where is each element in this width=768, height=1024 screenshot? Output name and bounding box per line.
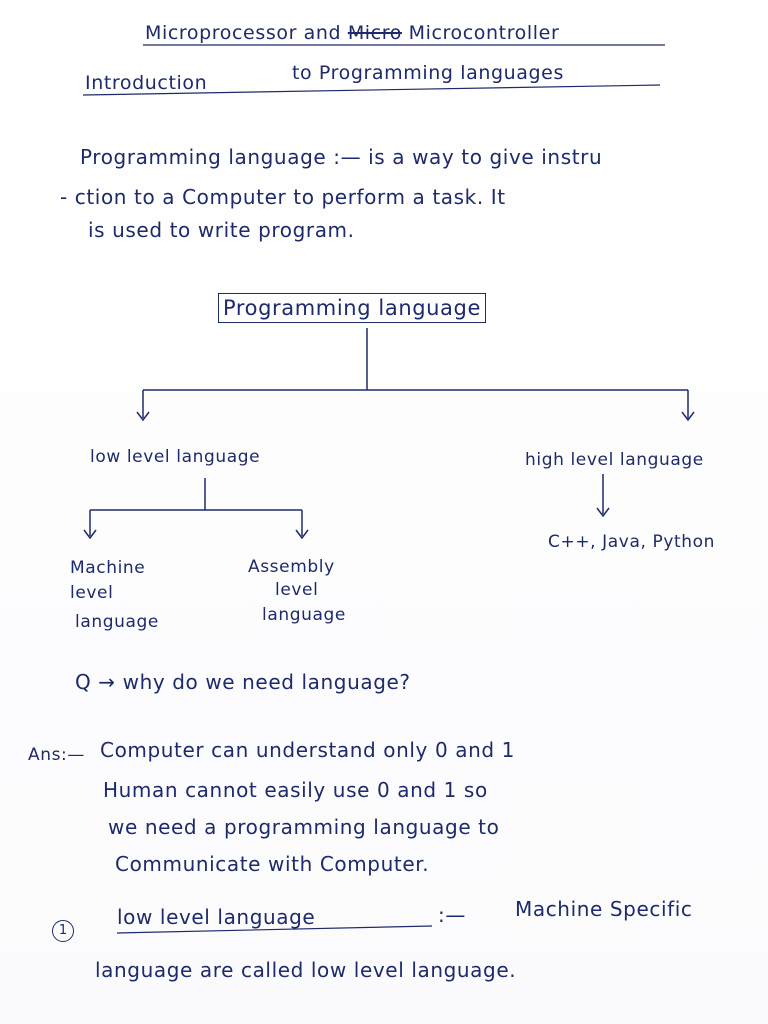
assembly-level-line2: level (275, 580, 319, 600)
assembly-level-line3: language (262, 605, 346, 625)
struck-word: Micro (347, 22, 402, 44)
machine-level-line1: Machine (70, 558, 146, 578)
definition-line-3: is used to write program. (88, 218, 355, 242)
tree-low-level: low level language (90, 447, 261, 467)
answer-line-4: Communicate with Computer. (115, 852, 430, 876)
definition-line-2: - ction to a Computer to perform a task.… (60, 185, 506, 209)
subject-part2: Microcontroller (408, 22, 560, 44)
machine-level-line3: language (75, 612, 159, 632)
subject-part1: Microprocessor and (145, 22, 342, 44)
section-heading: low level language (117, 905, 316, 929)
tree-high-level: high level language (525, 450, 704, 470)
assembly-level-line1: Assembly (248, 557, 335, 577)
question: Q → why do we need language? (75, 670, 411, 694)
machine-level-line2: level (70, 583, 114, 603)
tree-high-examples: C++, Java, Python (548, 532, 716, 552)
topic-left: Introduction (85, 72, 208, 94)
subject-title: Microprocessor and Micro Microcontroller (145, 22, 559, 44)
topic-right: to Programming languages (292, 62, 564, 84)
tree-root-box: Programming language (218, 293, 486, 323)
answer-line-2: Human cannot easily use 0 and 1 so (103, 778, 488, 802)
section-separator: :— (438, 903, 466, 927)
answer-label: Ans:— (28, 745, 85, 765)
section-number-circle: 1 (52, 920, 74, 942)
section-text-2: language are called low level language. (95, 958, 517, 982)
answer-line-1: Computer can understand only 0 and 1 (100, 738, 515, 762)
definition-line-1: Programming language :— is a way to give… (80, 145, 603, 169)
answer-line-3: we need a programming language to (108, 815, 500, 839)
section-text-1: Machine Specific (515, 897, 693, 921)
